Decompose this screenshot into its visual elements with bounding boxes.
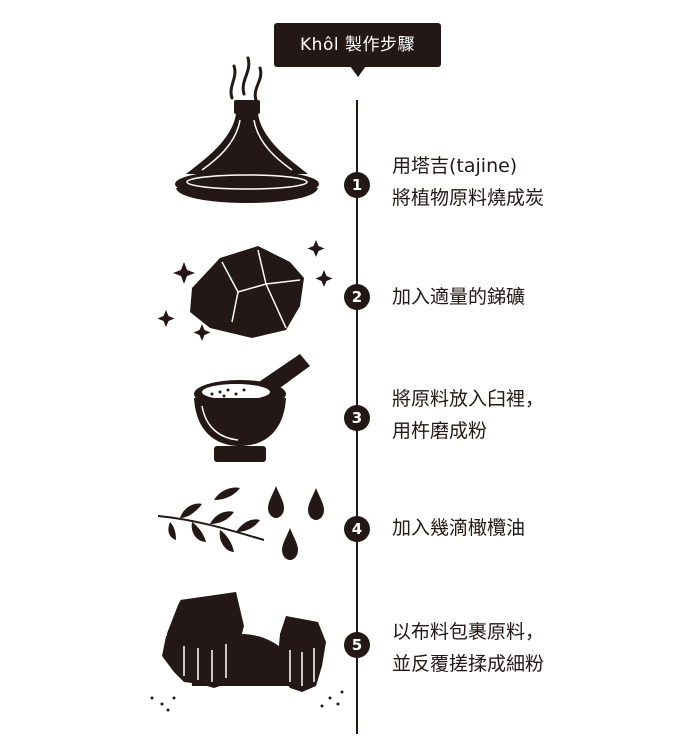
tajine-icon [175,56,319,203]
step-4-number: 4 [344,516,370,542]
step-3-number: 3 [344,405,370,431]
page-title: Khôl 製作步驟 [274,23,441,77]
kneading-hands-icon [150,592,344,712]
step-2-text: 加入適量的銻礦 [392,281,682,313]
step-5-number: 5 [344,632,370,658]
step-1-line-2: 將植物原料燒成炭 [392,187,545,209]
step-3-line-1: 將原料放入臼裡， [392,388,545,410]
step-4-line-1: 加入幾滴橄欖油 [392,517,526,539]
step-2-number: 2 [344,284,370,310]
step-4-text: 加入幾滴橄欖油 [392,512,682,544]
step-1-text: 用塔吉(tajine) 將植物原料燒成炭 [392,150,682,214]
antimony-ore-icon [157,240,333,341]
olive-oil-icon [157,486,324,560]
step-1-number: 1 [344,172,370,198]
step-5-text: 以布料包裹原料， 並反覆搓揉成細粉 [392,616,682,680]
step-5-line-2: 並反覆搓揉成細粉 [392,653,545,675]
step-1-line-1: 用塔吉(tajine) [392,155,518,177]
step-3-text: 將原料放入臼裡， 用杵磨成粉 [392,383,682,447]
step-2-line-1: 加入適量的銻礦 [392,286,526,308]
step-3-line-2: 用杵磨成粉 [392,420,488,442]
step-5-line-1: 以布料包裹原料， [392,621,545,643]
mortar-pestle-icon [194,354,310,462]
